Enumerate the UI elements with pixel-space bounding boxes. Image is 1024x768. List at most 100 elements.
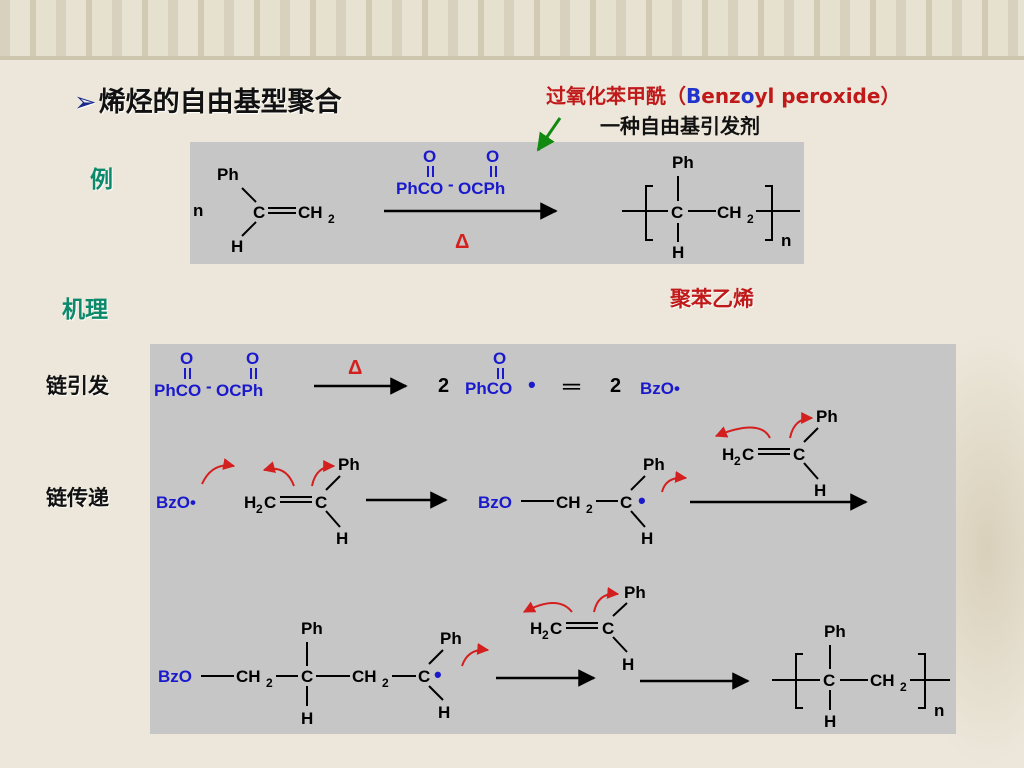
radical-dot: • [638, 488, 646, 513]
c-label: C [602, 619, 614, 638]
ch-label: CH [352, 667, 377, 686]
ocph-label: OCPh [458, 179, 505, 198]
c-label: C [742, 445, 754, 464]
o-top: O [493, 349, 506, 368]
example-panel [190, 142, 804, 264]
sub2: 2 [256, 502, 263, 516]
n-coefficient: n [193, 201, 203, 220]
ph-label: Ph [440, 629, 462, 648]
red-half-arrow [311, 460, 336, 487]
o-top-left: O [423, 147, 436, 166]
c-label: C [264, 493, 276, 512]
initiation-label: 链引发 [46, 374, 109, 398]
h-label: H [530, 619, 542, 638]
h-label: H [244, 493, 256, 512]
initiator-en-yl: yl peroxide [754, 84, 881, 108]
o-top-right: O [246, 349, 259, 368]
o-top-left: O [180, 349, 193, 368]
sub2: 2 [382, 676, 389, 690]
green-pointer-arrow [536, 117, 562, 152]
c-label: C [315, 493, 327, 512]
ch-label: CH [236, 667, 261, 686]
h-label: H [336, 529, 348, 548]
red-half-arrow [461, 642, 490, 667]
equals-sign: ═ [562, 373, 581, 400]
propagation-label: 链传递 [46, 486, 109, 510]
c-label: C [823, 671, 835, 690]
ch-label: CH [717, 203, 742, 222]
title-text: 烯烃的自由基型聚合 [98, 87, 342, 118]
h-label: H [641, 529, 653, 548]
n-subscript: n [781, 231, 791, 250]
polymer-name: 聚苯乙烯 [670, 287, 754, 311]
c-label: C [671, 203, 683, 222]
initiator-close: ） [880, 84, 901, 108]
red-half-arrow [262, 461, 295, 487]
ph-label: Ph [824, 622, 846, 641]
coefficient-2b: 2 [610, 375, 621, 397]
h-label: H [814, 481, 826, 500]
example-label: 例 [90, 167, 113, 193]
sub2: 2 [586, 502, 593, 516]
ocph-label: OCPh [216, 381, 263, 400]
h-label: H [231, 237, 243, 256]
slide-title: ➢烯烃的自由基型聚合 [74, 80, 342, 119]
ph-label: Ph [816, 407, 838, 426]
heat-symbol: Δ [455, 231, 469, 253]
phco-label: PhCO [154, 381, 201, 400]
initiator-cn-name: 过氧化苯甲酰（ [546, 84, 686, 108]
initiator-en-o: o [740, 84, 755, 108]
mechanism-panel [150, 344, 956, 734]
phco-label: PhCO [465, 379, 512, 398]
sub2: 2 [266, 676, 273, 690]
c-label: C [620, 493, 632, 512]
ph-label: Ph [217, 165, 239, 184]
h-label: H [672, 243, 684, 262]
bullet-icon: ➢ [74, 87, 97, 118]
sub2: 2 [734, 454, 741, 468]
radical-dot: • [528, 372, 536, 397]
decorative-frieze [0, 0, 1024, 56]
red-half-arrow [661, 470, 688, 493]
h-label: H [622, 655, 634, 674]
h-label: H [824, 712, 836, 731]
ph-label: Ph [338, 455, 360, 474]
o-dash: - [448, 175, 454, 194]
initiator-en-b: B [686, 84, 702, 108]
bzo-radical-prop: BzO• [156, 493, 196, 512]
h-label: H [722, 445, 734, 464]
initiation-bpo: O O PhCO - OCPh [154, 349, 263, 400]
h-label: H [438, 703, 450, 722]
initiator-description: 一种自由基引发剂 [600, 114, 760, 138]
c-label: C [418, 667, 430, 686]
coefficient-2: 2 [438, 375, 449, 397]
initiator-en-enz: enz [701, 84, 741, 108]
n-subscript: n [934, 701, 944, 720]
ch-label: CH [556, 493, 581, 512]
red-half-arrow [522, 601, 573, 613]
red-half-arrow [714, 426, 771, 439]
red-half-arrow [789, 412, 814, 439]
sub2: 2 [747, 212, 754, 226]
sub2: 2 [900, 680, 907, 694]
bzo-label: BzO [478, 493, 512, 512]
ch-label: CH [298, 203, 323, 222]
o-dash: - [206, 377, 212, 396]
mechanism-label: 机理 [62, 297, 108, 323]
red-half-arrow [201, 458, 236, 485]
phco-label: PhCO [396, 179, 443, 198]
o-top-right: O [486, 147, 499, 166]
radical-dot: • [434, 662, 442, 687]
c-label: C [253, 203, 265, 222]
frieze-divider [0, 56, 1024, 60]
initiator-note: 过氧化苯甲酰（Benzoyl peroxide） [546, 80, 900, 109]
